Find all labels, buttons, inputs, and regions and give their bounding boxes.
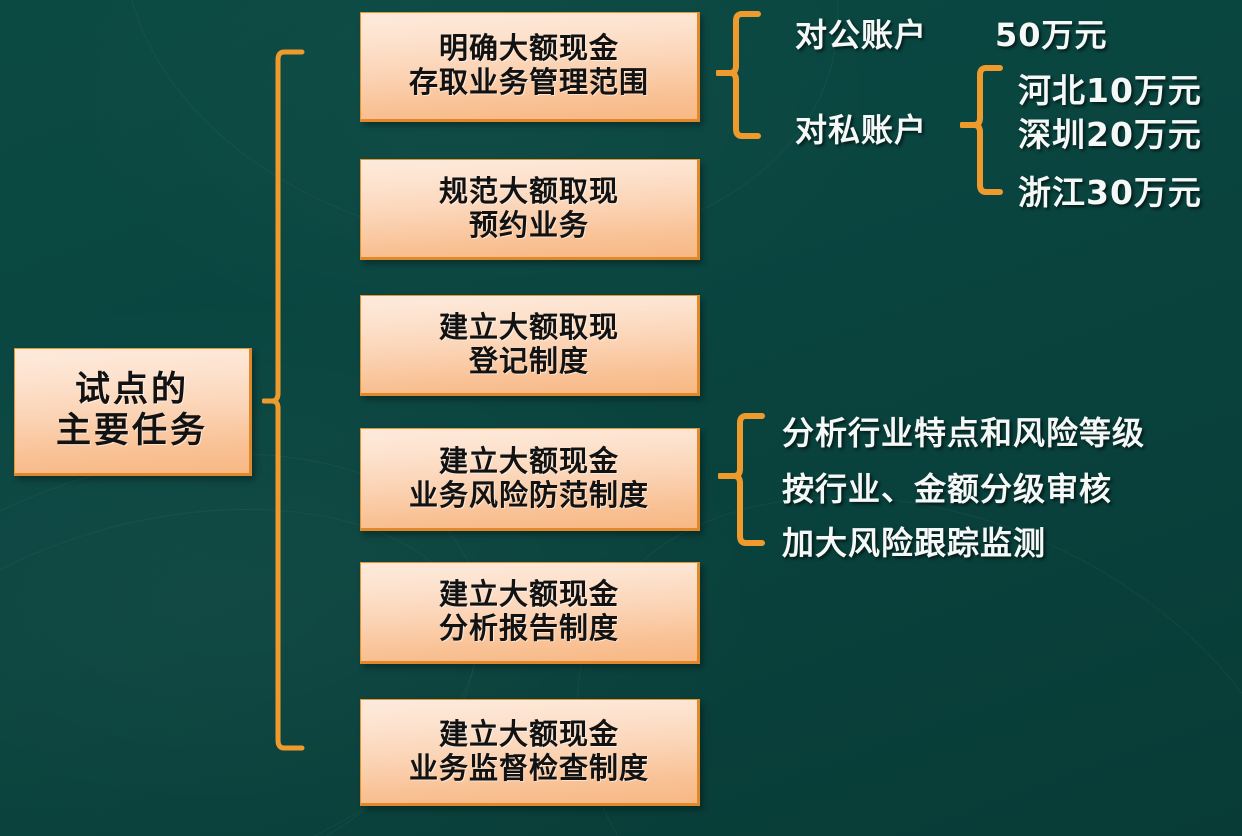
task-3-line-1: 建立大额取现	[438, 309, 619, 344]
root-line-1: 试点的	[74, 370, 189, 411]
task1-brace	[716, 11, 761, 139]
task-6-line-1: 建立大额现金	[438, 716, 619, 751]
task-4-line-1: 建立大额现金	[438, 443, 619, 478]
root-node[interactable]: 试点的 主要任务	[14, 348, 252, 476]
risk-measure-2: 按行业、金额分级审核	[782, 470, 1113, 508]
task-2-line-1: 规范大额取现	[438, 173, 619, 208]
task-4-line-2: 业务风险防范制度	[408, 477, 649, 512]
task-node-6[interactable]: 建立大额现金 业务监督检查制度	[360, 699, 700, 806]
risk-measure-3: 加大风险跟踪监测	[782, 524, 1047, 562]
sub-item-hebei: 河北10万元	[1018, 71, 1202, 110]
task-node-5[interactable]: 建立大额现金 分析报告制度	[360, 562, 700, 664]
task-5-line-1: 建立大额现金	[438, 577, 619, 612]
root-line-2: 主要任务	[55, 411, 208, 451]
task-node-1[interactable]: 明确大额现金 存取业务管理范围	[360, 12, 700, 122]
task-node-2[interactable]: 规范大额取现 预约业务	[360, 159, 700, 260]
task-node-3[interactable]: 建立大额取现 登记制度	[360, 295, 700, 396]
task-1-line-1: 明确大额现金	[438, 31, 619, 66]
sub-item-shenzhen: 深圳20万元	[1018, 115, 1202, 154]
task-5-line-2: 分析报告制度	[438, 611, 619, 645]
main-brace	[262, 49, 305, 751]
task-6-line-2: 业务监督检查制度	[408, 750, 649, 785]
task-3-line-2: 登记制度	[468, 343, 589, 378]
task-1-line-2: 存取业务管理范围	[408, 65, 649, 99]
task-node-4[interactable]: 建立大额现金 业务风险防范制度	[360, 428, 700, 531]
risk-measure-1: 分析行业特点和风险等级	[782, 414, 1146, 452]
task-2-line-2: 预约业务	[468, 207, 589, 242]
sub-item-zhejiang: 浙江30万元	[1018, 173, 1202, 212]
task4-brace	[718, 413, 765, 546]
branch-amount-public-account: 50万元	[995, 16, 1108, 54]
branch-label-public-account: 对公账户	[795, 16, 928, 54]
private-account-sub-brace	[960, 65, 1003, 195]
branch-label-private-account: 对私账户	[795, 111, 928, 149]
